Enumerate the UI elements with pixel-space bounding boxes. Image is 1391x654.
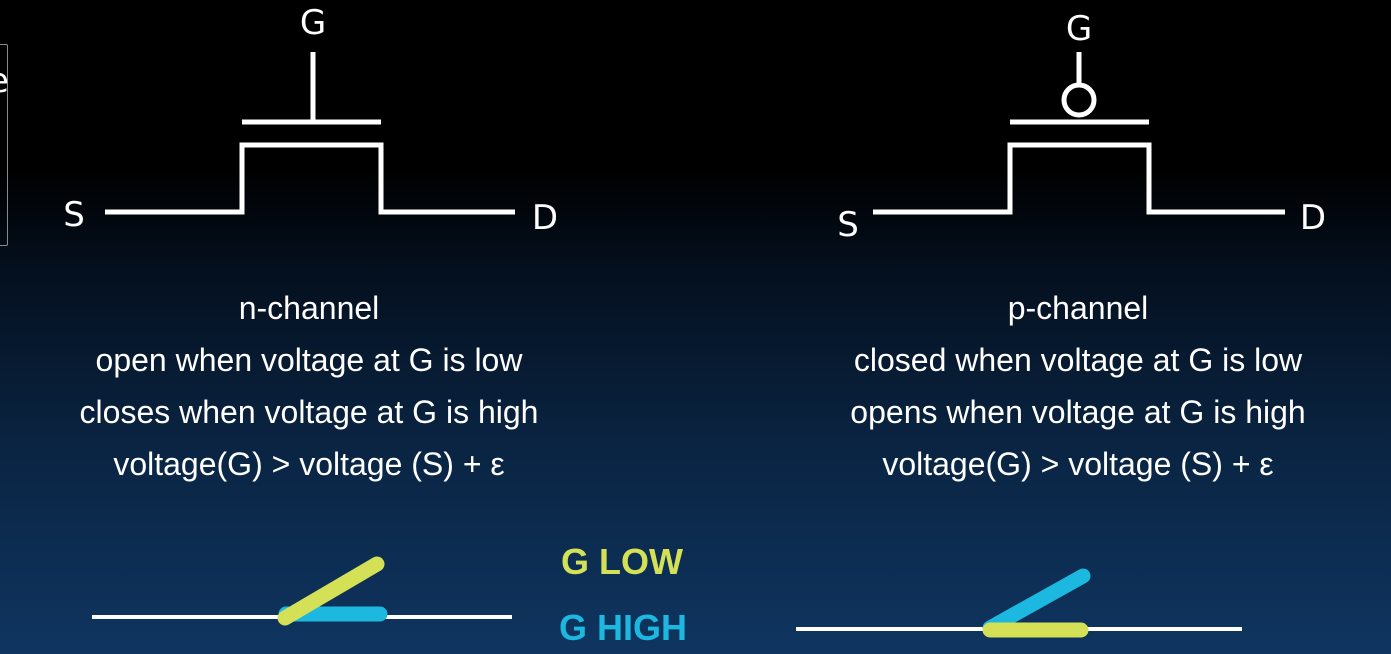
nmos-type-label: n-channel xyxy=(238,290,380,326)
nmos-open-condition: open when voltage at G is low xyxy=(95,342,523,378)
nmos-close-condition: closes when voltage at G is high xyxy=(79,394,539,430)
nmos-switch xyxy=(92,556,512,626)
pmos-open-condition: opens when voltage at G is high xyxy=(850,394,1306,430)
pmos-source-label: S xyxy=(837,205,859,245)
pmos-drain-label: D xyxy=(1300,198,1326,238)
cropped-text-fragment: e xyxy=(0,64,9,98)
pmos-gate-bubble xyxy=(1061,82,1097,118)
legend-g-low: G LOW xyxy=(561,541,683,582)
pmos-type-label: p-channel xyxy=(1007,290,1149,326)
pmos-threshold-formula: voltage(G) > voltage (S) + ε xyxy=(882,446,1274,482)
pmos-gate-label: G xyxy=(1066,9,1092,49)
left-edge-frame xyxy=(0,44,8,246)
nmos-switch-blade-low xyxy=(277,556,385,626)
pmos-channel xyxy=(873,142,1285,215)
pmos-symbol xyxy=(873,52,1285,215)
nmos-threshold-formula: voltage(G) > voltage (S) + ε xyxy=(113,446,505,482)
nmos-description: n-channel open when voltage at G is low … xyxy=(9,282,609,490)
nmos-symbol xyxy=(105,52,515,215)
nmos-source-label: S xyxy=(63,195,85,235)
legend-g-high: G HIGH xyxy=(559,607,688,648)
nmos-channel xyxy=(105,142,515,215)
pmos-switch-blade-high xyxy=(982,568,1091,636)
pmos-description: p-channel closed when voltage at G is lo… xyxy=(778,282,1378,490)
pmos-switch xyxy=(796,568,1242,638)
nmos-gate-label: G xyxy=(300,3,326,43)
nmos-drain-label: D xyxy=(532,198,558,238)
pmos-closed-condition: closed when voltage at G is low xyxy=(853,342,1303,378)
